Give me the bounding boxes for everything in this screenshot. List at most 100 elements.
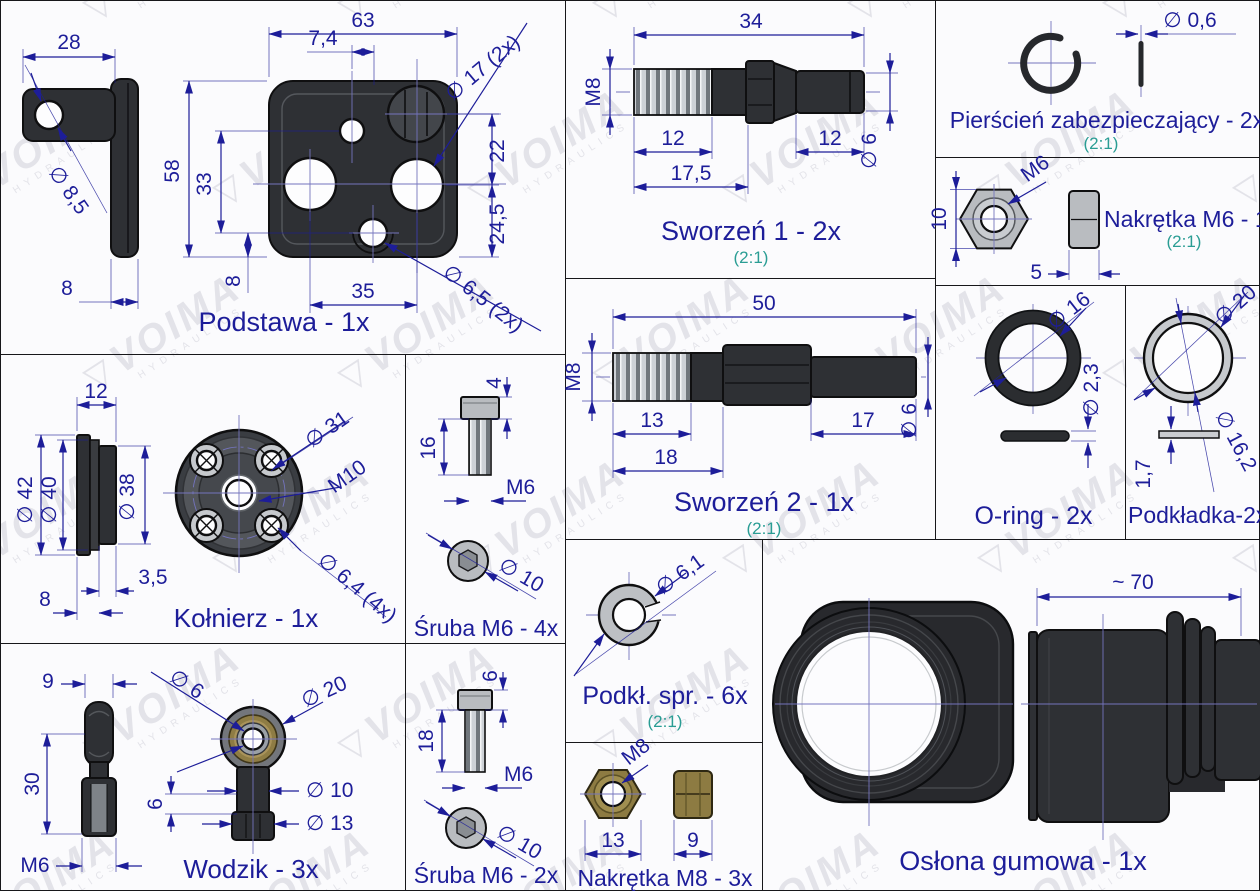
dim-label: 7,4: [308, 27, 338, 50]
dim-label: 3,5: [138, 566, 167, 589]
dim-label: 8: [39, 588, 51, 611]
nakretka-m6-drawing: M6 10 5: [928, 151, 1120, 284]
podkl-spr-drawing: ∅ 6,1: [573, 550, 717, 677]
kolnierz-caption: Kołnierz - 1x: [173, 603, 319, 633]
dim-label: 18: [415, 729, 438, 752]
dim-label: 9: [42, 670, 54, 693]
dim-label: 28: [57, 31, 80, 54]
dim-label: 35: [351, 280, 374, 303]
kolnierz-front-view: ∅ 31 M10 ∅ 6,4 (4x): [163, 407, 401, 627]
sruba-m6-2x-caption: Śruba M6 - 2x: [413, 862, 559, 888]
dim-label: 50: [752, 292, 775, 315]
oslona-front-view: [772, 598, 1015, 826]
dim-label: 16: [417, 436, 440, 459]
podkladka-caption: Podkładka-2x: [1128, 502, 1260, 528]
dim-label: 12: [818, 127, 841, 150]
sworzen-2-drawing: 50 M8 13 18 17 ∅ 6: [562, 292, 932, 478]
wodzik-side-view: 9 30 M6: [20, 670, 142, 877]
dim-label: 9: [687, 829, 699, 852]
dim-label: M6: [20, 854, 49, 877]
wodzik-caption: Wodzik - 3x: [183, 854, 319, 884]
dim-label: ∅ 17 (2x): [441, 30, 524, 105]
dim-label: ∅ 6: [165, 665, 208, 704]
sworzen-2-caption: Sworzeń 2 - 1x: [673, 487, 855, 517]
dim-label: ∅ 6: [858, 133, 881, 169]
oslona-side-view: ~ 70: [1021, 571, 1260, 840]
panel-sworzen-1: 34 M8 12 12 17,5 ∅ 6 Sworzeń 1 - 2x (2:1…: [565, 0, 936, 279]
panel-sworzen-2: 50 M8 13 18 17 ∅ 6 Sworzeń 2 - 1x (2:1): [562, 278, 936, 540]
pierscien-drawing: ∅ 0,6: [1008, 9, 1236, 105]
panel-kolnierz: 12 ∅ 42 ∅ 40 ∅ 38 3,5 8: [0, 354, 406, 644]
dim-label: 13: [640, 409, 663, 432]
sruba-m6-4x-caption: Śruba M6 - 4x: [413, 615, 559, 641]
panel-oslona: ~ 70 Osłona gumowa - 1x: [762, 539, 1260, 891]
dim-label: ∅ 20: [1210, 281, 1260, 330]
panel-oring: ∅ 16 ∅ 2,3 O-ring - 2x: [935, 285, 1126, 540]
dim-label: 6: [144, 798, 167, 810]
dim-label: 10: [928, 207, 951, 230]
dim-label: 34: [739, 10, 763, 33]
dim-label: ∅ 20: [298, 672, 351, 713]
dim-label: ∅ 13: [306, 812, 354, 835]
panel-podkl-spr: ∅ 6,1 Podkł. spr. - 6x (2:1): [565, 539, 763, 743]
dim-label: 4: [483, 377, 506, 389]
dim-label: 5: [1030, 261, 1042, 284]
dim-label: 8: [222, 275, 245, 287]
nakretka-m8-caption: Nakrętka M8 - 3x: [577, 865, 753, 891]
dim-label: 12: [661, 127, 684, 150]
panel-sruba-m6-4x: 4 16 M6 ∅ 10 Śruba M6 - 4x: [405, 354, 566, 644]
oslona-drawing: ~ 70: [772, 571, 1260, 840]
podstawa-caption: Podstawa - 1x: [198, 307, 370, 337]
panel-wodzik: 9 30 M6 ∅ 6 ∅ 20: [0, 643, 406, 891]
pierscien-caption: Pierścień zabezpieczający - 2x: [949, 107, 1260, 133]
panel-sruba-m6-2x: 6 18 M6 ∅ 10 Śruba M6 - 2x: [405, 643, 566, 891]
sruba-m6-2x-drawing: 6 18 M6 ∅ 10: [415, 670, 546, 867]
sworzen-1-caption: Sworzeń 1 - 2x: [660, 216, 842, 246]
dim-label: ∅ 38: [116, 473, 139, 521]
oring-caption: O-ring - 2x: [974, 502, 1093, 530]
dim-label: 18: [654, 446, 677, 469]
podstawa-front-view: 63 7,4 58 33 22 24,5 8 35 ∅ 17 (2x) ∅ 6,…: [161, 9, 542, 337]
oslona-caption: Osłona gumowa - 1x: [899, 846, 1147, 876]
podstawa-drawing: 28 8 ∅ 8,5: [22, 9, 542, 337]
dim-label: M6: [506, 476, 535, 499]
nakretka-m6-scale: (2:1): [1166, 232, 1202, 251]
dim-label: 17,5: [671, 162, 712, 185]
dim-label: 63: [351, 9, 374, 32]
dim-label: ∅ 6: [898, 403, 921, 439]
wodzik-front-view: ∅ 6 ∅ 20 6 ∅ 10 ∅ 13: [144, 665, 354, 854]
dim-label: 17: [851, 409, 874, 432]
wodzik-drawing: 9 30 M6 ∅ 6 ∅ 20: [20, 665, 354, 877]
dim-label: ∅ 10: [306, 779, 354, 802]
dim-label: 22: [486, 139, 509, 162]
dim-label: ∅ 0,6: [1163, 9, 1216, 32]
panel-nakretka-m8: M8 13 9 Nakrętka M8 - 3x: [565, 734, 763, 891]
dim-label: 13: [601, 829, 624, 852]
dim-label: M8: [582, 77, 605, 106]
sworzen-1-drawing: 34 M8 12 12 17,5 ∅ 6: [582, 10, 898, 194]
oring-drawing: ∅ 16 ∅ 2,3: [973, 287, 1103, 468]
podkladka-drawing: ∅ 20 ∅ 16,2 1,7: [1132, 281, 1260, 493]
dim-label: ∅ 31: [301, 407, 353, 453]
dim-label: 30: [21, 772, 44, 795]
dim-label: 1,7: [1132, 459, 1155, 488]
dim-label: 33: [193, 172, 216, 195]
podkl-spr-scale: (2:1): [647, 712, 683, 731]
panel-podstawa: 28 8 ∅ 8,5: [0, 0, 566, 355]
podkl-spr-caption: Podkł. spr. - 6x: [582, 682, 748, 710]
dim-label: ∅ 6,1: [652, 550, 709, 600]
dim-label: ∅ 2,3: [1080, 363, 1103, 416]
dim-label: ∅ 42: [14, 476, 37, 524]
panel-pierscien: ∅ 0,6 Pierścień zabezpieczający - 2x (2:…: [935, 0, 1260, 158]
dim-label: ∅ 16,2: [1210, 407, 1260, 475]
podstawa-side-view: 28 8 ∅ 8,5: [22, 31, 139, 309]
sruba-m6-4x-drawing: 4 16 M6 ∅ 10: [417, 377, 548, 600]
dim-label: ∅ 8,5: [44, 162, 93, 219]
dim-label: M6: [1017, 151, 1054, 187]
dim-label: 12: [84, 380, 107, 403]
dim-label: 6: [479, 670, 502, 682]
kolnierz-side-view: 12 ∅ 42 ∅ 40 ∅ 38 3,5 8: [14, 380, 168, 620]
dim-label: M10: [324, 456, 371, 498]
dim-label: ~ 70: [1112, 571, 1153, 594]
